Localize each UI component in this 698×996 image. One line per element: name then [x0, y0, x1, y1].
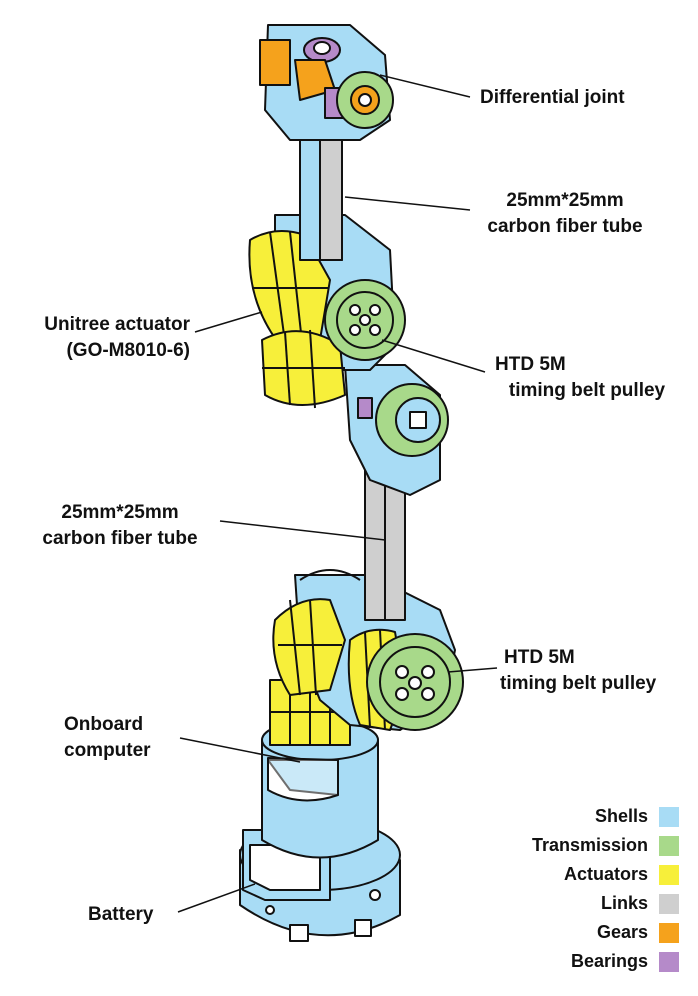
legend-label: Links	[600, 893, 648, 913]
legend-item-shells: Shells	[470, 802, 680, 831]
differential-joint	[259, 24, 394, 141]
label-differential-joint: Differential joint	[480, 85, 625, 111]
label-text: carbon fiber tube	[487, 216, 643, 237]
label-text: Differential joint	[480, 87, 625, 108]
label-text: carbon fiber tube	[42, 528, 198, 549]
legend-label: Gears	[596, 922, 648, 942]
legend-swatch	[658, 921, 680, 944]
legend: Shells Transmission Actuators Links Gear…	[470, 802, 680, 976]
elbow-bearing	[357, 397, 373, 419]
label-text: timing belt pulley	[508, 380, 666, 401]
legend-label: Transmission	[531, 835, 648, 855]
label-text: Unitree actuator	[44, 314, 190, 335]
lower-arm-actuator	[261, 329, 346, 409]
legend-swatch	[658, 863, 680, 886]
label-text: 25mm*25mm	[506, 190, 624, 211]
upper-pulley	[324, 279, 406, 361]
legend-item-transmission: Transmission	[470, 831, 680, 860]
legend-item-links: Links	[470, 889, 680, 918]
label-lower-pulley: HTD 5M timing belt pulley	[500, 645, 695, 697]
lower-pulley	[366, 633, 464, 731]
leader-lines	[177, 74, 498, 913]
legend-label: Actuators	[563, 864, 648, 884]
legend-item-gears: Gears	[470, 918, 680, 947]
label-text: 25mm*25mm	[61, 502, 179, 523]
shoulder-actuator-left	[272, 598, 346, 696]
elbow-pulley	[375, 383, 449, 457]
label-upper-pulley: HTD 5M timing belt pulley	[487, 352, 687, 404]
legend-label: Shells	[594, 806, 648, 826]
legend-swatch	[658, 950, 680, 973]
label-text: computer	[64, 740, 151, 761]
legend-swatch	[658, 834, 680, 857]
label-text: Battery	[88, 904, 154, 925]
label-unitree-actuator: Unitree actuator (GO-M8010-6)	[0, 312, 190, 364]
label-battery: Battery	[88, 902, 153, 928]
label-text: timing belt pulley	[500, 673, 657, 694]
label-text: Onboard	[64, 714, 144, 735]
label-top-tube: 25mm*25mm carbon fiber tube	[470, 188, 660, 240]
legend-label: Bearings	[570, 951, 648, 971]
label-text: HTD 5M	[504, 647, 575, 668]
label-middle-tube: 25mm*25mm carbon fiber tube	[25, 500, 215, 552]
legend-swatch	[658, 805, 680, 828]
label-onboard-computer: Onboard computer	[64, 712, 151, 764]
legend-swatch	[658, 892, 680, 915]
legend-item-actuators: Actuators	[470, 860, 680, 889]
label-text: HTD 5M	[495, 354, 566, 375]
legend-item-bearings: Bearings	[470, 947, 680, 976]
label-text: (GO-M8010-6)	[66, 340, 190, 361]
